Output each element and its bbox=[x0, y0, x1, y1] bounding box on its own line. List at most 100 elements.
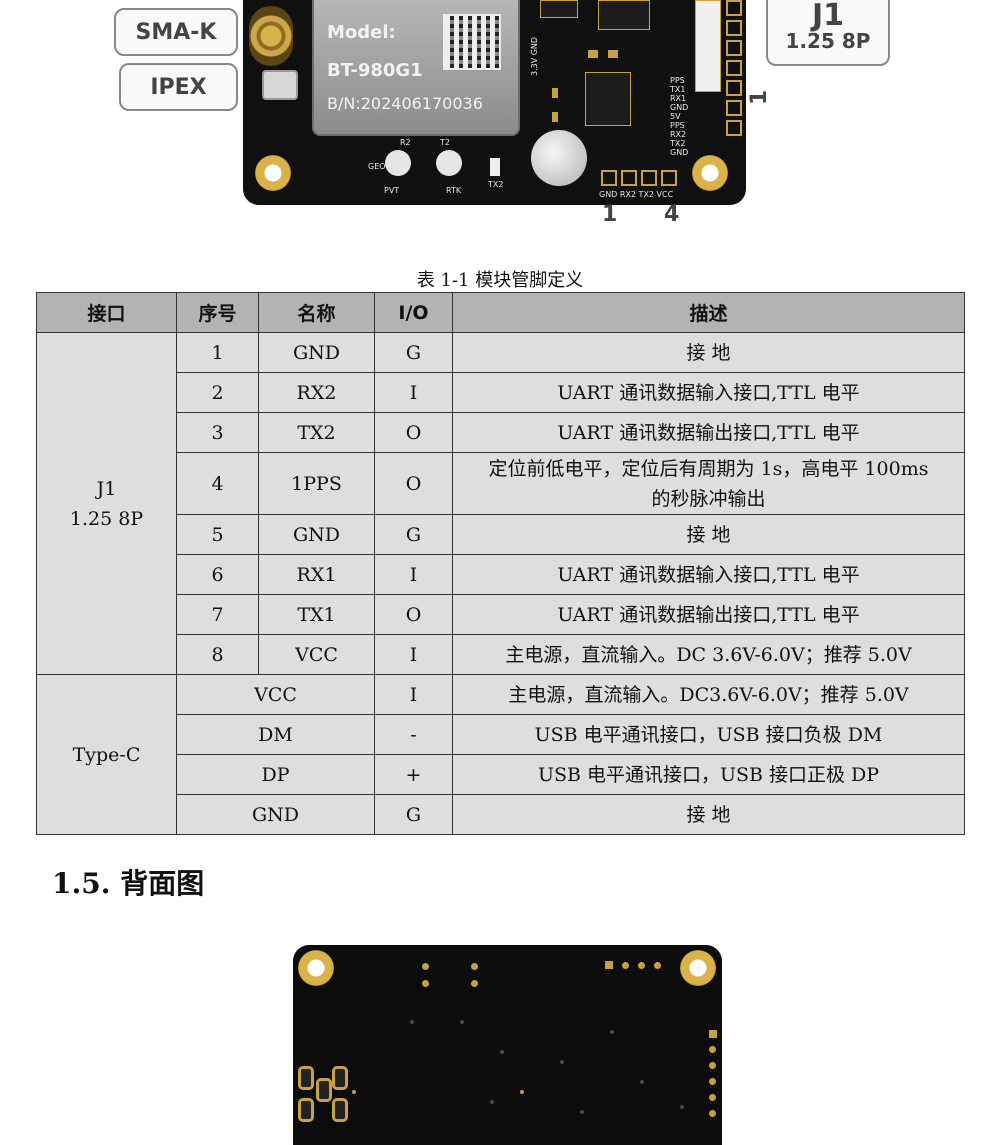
cell-description: 接 地 bbox=[452, 794, 965, 835]
cell-io: O bbox=[374, 452, 453, 515]
cell-number: 2 bbox=[176, 372, 259, 413]
table-caption: 表 1-1 模块管脚定义 bbox=[416, 270, 584, 291]
pcb-pin-label: GND bbox=[670, 103, 689, 112]
cell-io: I bbox=[374, 634, 453, 675]
module-model-label: Model: bbox=[327, 22, 396, 43]
mounting-hole-icon bbox=[255, 155, 291, 191]
component-icon bbox=[490, 158, 500, 176]
pcb-pin-label: RX2 bbox=[670, 130, 687, 139]
interface-typec-cell: Type-C bbox=[36, 674, 177, 835]
pin-pad bbox=[726, 60, 742, 76]
usb-pad bbox=[332, 1066, 348, 1090]
cell-name: DP bbox=[176, 754, 375, 795]
pcb-label-3v3: 3.3V GND bbox=[530, 36, 539, 76]
pin-pad bbox=[709, 1046, 716, 1053]
via-dot bbox=[460, 1020, 464, 1024]
cell-name: GND bbox=[176, 794, 375, 835]
interface-j1-spec: 1.25 8P bbox=[69, 507, 144, 530]
pin-pad bbox=[601, 170, 617, 186]
cell-io: O bbox=[374, 412, 453, 453]
qr-code-icon bbox=[443, 14, 501, 70]
pcb-label-t2: T2 bbox=[440, 138, 450, 147]
cell-description: 主电源，直流输入。DC3.6V-6.0V；推荐 5.0V bbox=[452, 674, 965, 715]
j1-connector-icon bbox=[695, 0, 721, 92]
pcb-pin-label: 5V bbox=[670, 112, 681, 121]
pin-number-4-bottom: 4 bbox=[664, 202, 680, 227]
cell-io: I bbox=[374, 554, 453, 595]
chip-icon bbox=[598, 0, 650, 30]
cell-io: + bbox=[374, 754, 453, 795]
pin-pad bbox=[726, 100, 742, 116]
cell-io: G bbox=[374, 514, 453, 555]
chip-icon bbox=[585, 72, 631, 126]
ipex-tag: IPEX bbox=[119, 63, 238, 111]
cell-name: GND bbox=[258, 332, 375, 373]
table-row: GND G 接 地 bbox=[37, 794, 965, 835]
description-line: 的秒脉冲输出 bbox=[651, 487, 766, 510]
pin-pad bbox=[605, 961, 613, 969]
cell-io: G bbox=[374, 332, 453, 373]
cell-number: 4 bbox=[176, 452, 259, 515]
cell-name: DM bbox=[176, 714, 375, 755]
solder-pad bbox=[588, 50, 598, 58]
pin-definition-table: 接口 序号 名称 I/O 描述 J1 1.25 8P 1 GND G 接 地 2… bbox=[36, 292, 965, 835]
sma-k-label: SMA-K bbox=[135, 19, 217, 45]
pcb-pin-label: TX1 bbox=[670, 85, 686, 94]
pin-pad bbox=[641, 170, 657, 186]
table-row: 6 RX1 I UART 通讯数据输入接口,TTL 电平 bbox=[37, 554, 965, 595]
pin-number-1-right: 1 bbox=[747, 89, 773, 106]
cell-name: 1PPS bbox=[258, 452, 375, 515]
cell-number: 7 bbox=[176, 594, 259, 635]
table-row: 5 GND G 接 地 bbox=[37, 514, 965, 555]
pin-pad bbox=[726, 120, 742, 136]
j1-tag: J1 1.25 8P bbox=[766, 0, 890, 66]
via-dot bbox=[610, 1030, 614, 1034]
pin-pad bbox=[638, 962, 645, 969]
pin-pad bbox=[709, 1078, 716, 1085]
pin-pad bbox=[621, 170, 637, 186]
description-line: 定位前低电平，定位后有周期为 1s，高电平 100ms bbox=[488, 457, 929, 480]
pcb-board-back-illustration bbox=[293, 945, 722, 1145]
pin-number-1-bottom: 1 bbox=[602, 202, 618, 227]
pin-pad bbox=[726, 20, 742, 36]
cell-description: UART 通讯数据输出接口,TTL 电平 bbox=[452, 412, 965, 453]
cell-description: USB 电平通讯接口，USB 接口正极 DP bbox=[452, 754, 965, 795]
header-description: 描述 bbox=[452, 292, 965, 333]
via-pad bbox=[520, 1090, 524, 1094]
pin-pad bbox=[709, 1062, 716, 1069]
cell-number: 8 bbox=[176, 634, 259, 675]
cell-description: USB 电平通讯接口，USB 接口负极 DM bbox=[452, 714, 965, 755]
interface-j1-cell: J1 1.25 8P bbox=[36, 332, 177, 675]
cell-number: 5 bbox=[176, 514, 259, 555]
via-dot bbox=[490, 1100, 494, 1104]
solder-pad bbox=[552, 112, 558, 122]
mounting-hole-icon bbox=[680, 950, 716, 986]
cell-number: 6 bbox=[176, 554, 259, 595]
cell-name: VCC bbox=[258, 634, 375, 675]
module-top-view-illustration: SMA-K IPEX J1 1.25 8P Model: BT-980G1 B/… bbox=[0, 0, 1000, 240]
pin-pad bbox=[726, 80, 742, 96]
cell-description: UART 通讯数据输入接口,TTL 电平 bbox=[452, 372, 965, 413]
pin-pad bbox=[709, 1030, 717, 1038]
pin-pad bbox=[661, 170, 677, 186]
pcb-label-j1-pins: PPS TX1 RX1 GND 5V PPS RX2 TX2 GND bbox=[670, 76, 688, 157]
table-row: J1 1.25 8P 1 GND G 接 地 bbox=[36, 332, 965, 675]
pin-pad bbox=[726, 0, 742, 16]
pcb-pin-label: PPS bbox=[670, 121, 685, 130]
cell-name: RX1 bbox=[258, 554, 375, 595]
table-row: DP + USB 电平通讯接口，USB 接口正极 DP bbox=[37, 754, 965, 795]
header-number: 序号 bbox=[176, 292, 259, 333]
chip-icon bbox=[540, 0, 578, 18]
cell-io: - bbox=[374, 714, 453, 755]
pin-pad bbox=[709, 1094, 716, 1101]
cell-description: UART 通讯数据输入接口,TTL 电平 bbox=[452, 554, 965, 595]
via-pad bbox=[471, 963, 478, 970]
mounting-hole-icon bbox=[692, 155, 728, 191]
coin-battery-icon bbox=[531, 130, 587, 186]
cell-description: UART 通讯数据输出接口,TTL 电平 bbox=[452, 594, 965, 635]
mounting-hole-icon bbox=[298, 950, 334, 986]
via-dot bbox=[560, 1060, 564, 1064]
via-dot bbox=[680, 1105, 684, 1109]
usb-pad bbox=[332, 1098, 348, 1122]
table-row: 7 TX1 O UART 通讯数据输出接口,TTL 电平 bbox=[37, 594, 965, 635]
